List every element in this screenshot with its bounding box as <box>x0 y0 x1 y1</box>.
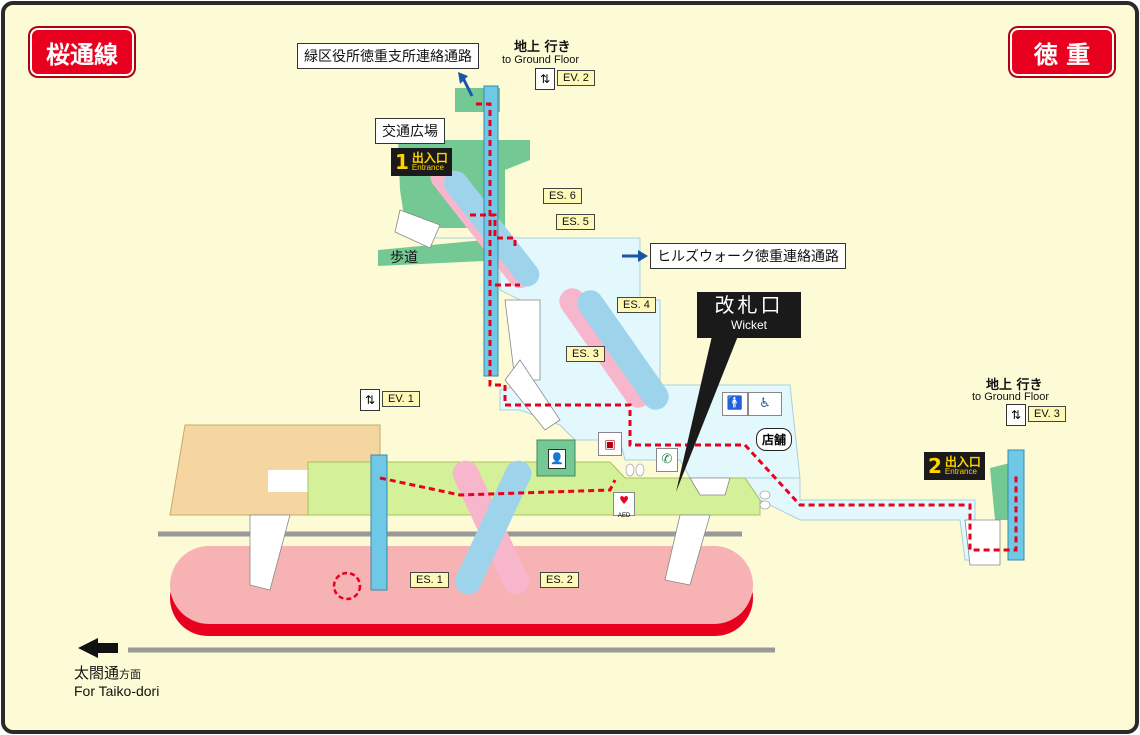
entrance-2-badge: 2 出入口 Entrance <box>924 452 985 480</box>
wicket-sign: 改札口 Wicket <box>697 292 801 338</box>
direction-label-en: For Taiko-dori <box>74 683 160 699</box>
ev-1-label: EV. 1 <box>382 391 420 407</box>
store-label: 店舗 <box>756 428 793 451</box>
direction-label-jp: 太閤通方面 <box>74 662 141 683</box>
elevator-icon: ⇅ <box>1006 404 1026 426</box>
entrance-1-en: Entrance <box>411 163 444 173</box>
aed-icon: ♥ AED <box>613 492 635 519</box>
restroom-icon: 🚹 <box>722 392 748 416</box>
ground-floor-label-en-2: to Ground Floor <box>972 391 1050 403</box>
wheelchair-boarding-spot <box>332 571 362 601</box>
wicket-label-jp: 改札口 <box>714 293 784 317</box>
accessible-route <box>379 102 1018 552</box>
ground-floor-label-jp-2: 地上 行き <box>986 378 1043 393</box>
hills-walk-passage-sign: ヒルズウォーク徳重連絡通路 <box>650 243 846 269</box>
es-5-label: ES. 5 <box>556 214 595 230</box>
es-3-label: ES. 3 <box>566 346 605 362</box>
ticket-machine-icon: ▣ <box>598 432 622 456</box>
phone-icon: ✆ <box>656 448 678 472</box>
wicket-label-en: Wicket <box>731 318 767 332</box>
direction-label-jp-main: 太閤通 <box>74 664 120 682</box>
aed-text: AED <box>617 513 631 519</box>
entrance-1-number: 1 <box>395 150 409 174</box>
ground-floor-label-en-1: to Ground Floor <box>502 54 580 66</box>
sidewalk-label: 歩道 <box>390 250 418 266</box>
ev-2-label: EV. 2 <box>557 70 595 86</box>
direction-label-jp-small: 方面 <box>119 668 142 681</box>
entrance-1-badge: 1 出入口 Entrance <box>391 148 452 176</box>
es-2-label: ES. 2 <box>540 572 579 588</box>
plaza-sign: 交通広場 <box>375 118 445 144</box>
station-name-tag: 徳 重 <box>1010 28 1114 76</box>
elevator-icon: ⇅ <box>360 389 380 411</box>
ward-office-passage-sign: 緑区役所徳重支所連絡通路 <box>297 43 479 69</box>
railing-bumps <box>625 463 771 510</box>
elevator-icon: ⇅ <box>535 68 555 90</box>
entrance-2-jp: 出入口 <box>944 454 981 469</box>
station-office-icon: 👤 <box>548 449 566 469</box>
es-1-label: ES. 1 <box>410 572 449 588</box>
stairs <box>249 209 1001 591</box>
annex-opening <box>268 470 308 492</box>
entrance-2-en: Entrance <box>944 467 977 477</box>
surface-sidewalk <box>378 238 505 266</box>
accessible-toilet-icon: ♿ <box>748 392 782 416</box>
ground-floor-label-jp-1: 地上 行き <box>514 40 571 55</box>
line-name-tag: 桜通線 <box>30 28 134 76</box>
es-4-label: ES. 4 <box>617 297 656 313</box>
direction-arrows <box>78 72 648 658</box>
es-6-label: ES. 6 <box>543 188 582 204</box>
ev-3-label: EV. 3 <box>1028 406 1066 422</box>
entrance-1-jp: 出入口 <box>411 150 448 165</box>
entrance-2-number: 2 <box>928 454 942 478</box>
